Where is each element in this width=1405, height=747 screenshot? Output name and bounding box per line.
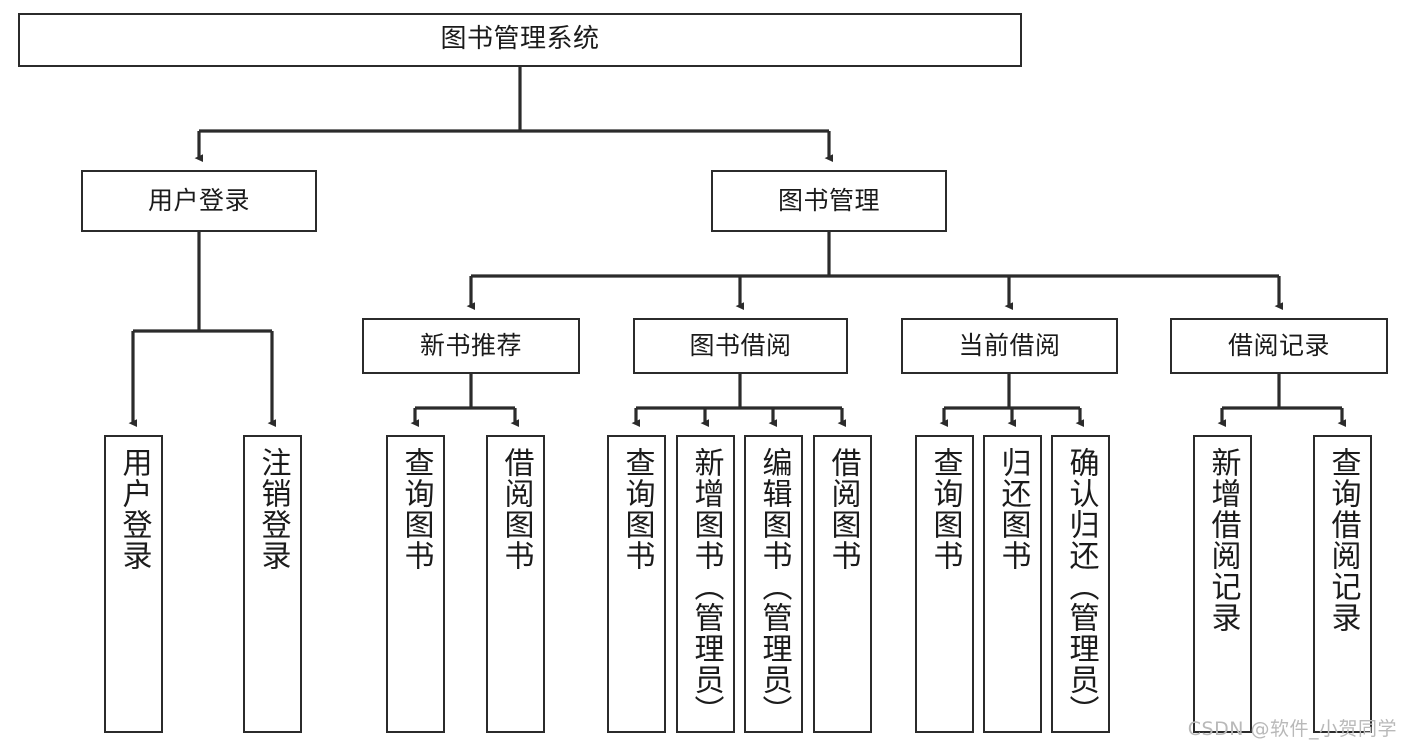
- node-leaf-confirm-return-admin[interactable]: 确认归还（管理员）: [1051, 435, 1110, 733]
- node-leaf-return-book[interactable]: 归还图书: [983, 435, 1042, 733]
- node-leaf-query-book-3[interactable]: 查询图书: [915, 435, 974, 733]
- node-label: 用户登录: [147, 185, 250, 215]
- node-label: 借阅记录: [1227, 330, 1330, 360]
- node-leaf-add-book-admin[interactable]: 新增图书（管理员）: [676, 435, 735, 733]
- node-current-borrow[interactable]: 当前借阅: [901, 318, 1118, 374]
- node-label: 当前借阅: [958, 330, 1061, 360]
- node-leaf-add-borrow-record[interactable]: 新增借阅记录: [1193, 435, 1252, 733]
- node-label: 查询借阅记录: [1325, 447, 1361, 633]
- node-label: 借阅图书: [498, 447, 534, 571]
- node-leaf-edit-book-admin[interactable]: 编辑图书（管理员）: [744, 435, 803, 733]
- node-leaf-query-book-1[interactable]: 查询图书: [386, 435, 445, 733]
- node-book-borrow[interactable]: 图书借阅: [633, 318, 848, 374]
- node-label: 图书管理: [777, 185, 880, 215]
- node-label: 编辑图书（管理员）: [756, 447, 792, 726]
- node-leaf-borrow-book-1[interactable]: 借阅图书: [486, 435, 545, 733]
- node-label: 查询图书: [927, 447, 963, 571]
- node-label: 新增借阅记录: [1205, 447, 1241, 633]
- node-borrow-record[interactable]: 借阅记录: [1170, 318, 1388, 374]
- node-leaf-borrow-book-2[interactable]: 借阅图书: [813, 435, 872, 733]
- node-leaf-query-book-2[interactable]: 查询图书: [607, 435, 666, 733]
- node-label: 确认归还（管理员）: [1063, 447, 1099, 726]
- node-label: 查询图书: [398, 447, 434, 571]
- node-label: 注销登录: [255, 447, 291, 571]
- node-label: 新增图书（管理员）: [688, 447, 724, 726]
- node-label: 归还图书: [995, 447, 1031, 571]
- node-root[interactable]: 图书管理系统: [18, 13, 1022, 67]
- node-label: 新书推荐: [419, 330, 522, 360]
- node-book-manage[interactable]: 图书管理: [711, 170, 947, 232]
- node-new-book-recommend[interactable]: 新书推荐: [362, 318, 580, 374]
- node-leaf-user-login[interactable]: 用户登录: [104, 435, 163, 733]
- node-label: 图书借阅: [689, 330, 792, 360]
- node-label: 图书管理系统: [440, 24, 600, 55]
- node-label: 借阅图书: [825, 447, 861, 571]
- node-leaf-logout-login[interactable]: 注销登录: [243, 435, 302, 733]
- node-label: 查询图书: [619, 447, 655, 571]
- node-leaf-query-borrow-record[interactable]: 查询借阅记录: [1313, 435, 1372, 733]
- node-label: 用户登录: [116, 447, 152, 571]
- csdn-watermark: CSDN @软件_小贺同学: [1187, 718, 1397, 740]
- node-user-login[interactable]: 用户登录: [81, 170, 317, 232]
